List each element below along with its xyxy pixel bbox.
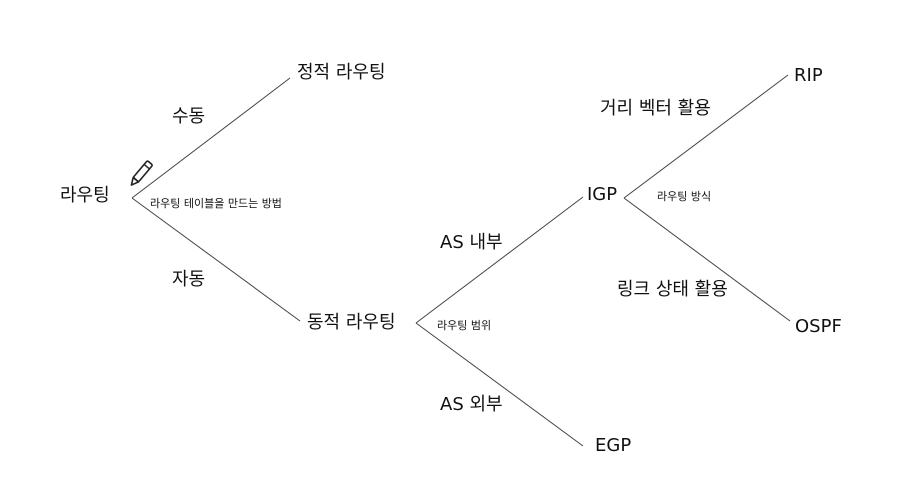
edge-label-auto: 자동 [172, 269, 206, 290]
edge-igp-rip [623, 74, 789, 199]
node-rip: RIP [794, 65, 823, 86]
node-static-routing: 정적 라우팅 [297, 62, 386, 83]
node-ospf: OSPF [795, 316, 842, 337]
edge-label-distance-vector: 거리 벡터 활용 [600, 98, 711, 119]
edge-dynamic-igp [415, 196, 584, 324]
node-dynamic-routing: 동적 라우팅 [307, 312, 396, 333]
node-egp: EGP [595, 435, 632, 456]
note-routing-method: 라우팅 방식 [657, 190, 712, 203]
edge-label-manual: 수동 [172, 106, 206, 127]
edge-label-as-external: AS 외부 [440, 394, 503, 415]
note-routing-scope: 라우팅 범위 [437, 319, 492, 332]
edge-label-link-state: 링크 상태 활용 [617, 279, 728, 300]
edge-root-static [131, 77, 291, 199]
edge-label-as-internal: AS 내부 [440, 232, 503, 253]
node-routing: 라우팅 [60, 185, 110, 206]
edge-root-dynamic [131, 197, 301, 322]
edge-dynamic-egp [415, 322, 584, 447]
note-routing-table-method: 라우팅 테이블을 만드는 방법 [150, 197, 282, 210]
edge-igp-ospf [623, 197, 791, 322]
node-igp: IGP [587, 184, 618, 205]
pencil-icon [130, 160, 153, 186]
